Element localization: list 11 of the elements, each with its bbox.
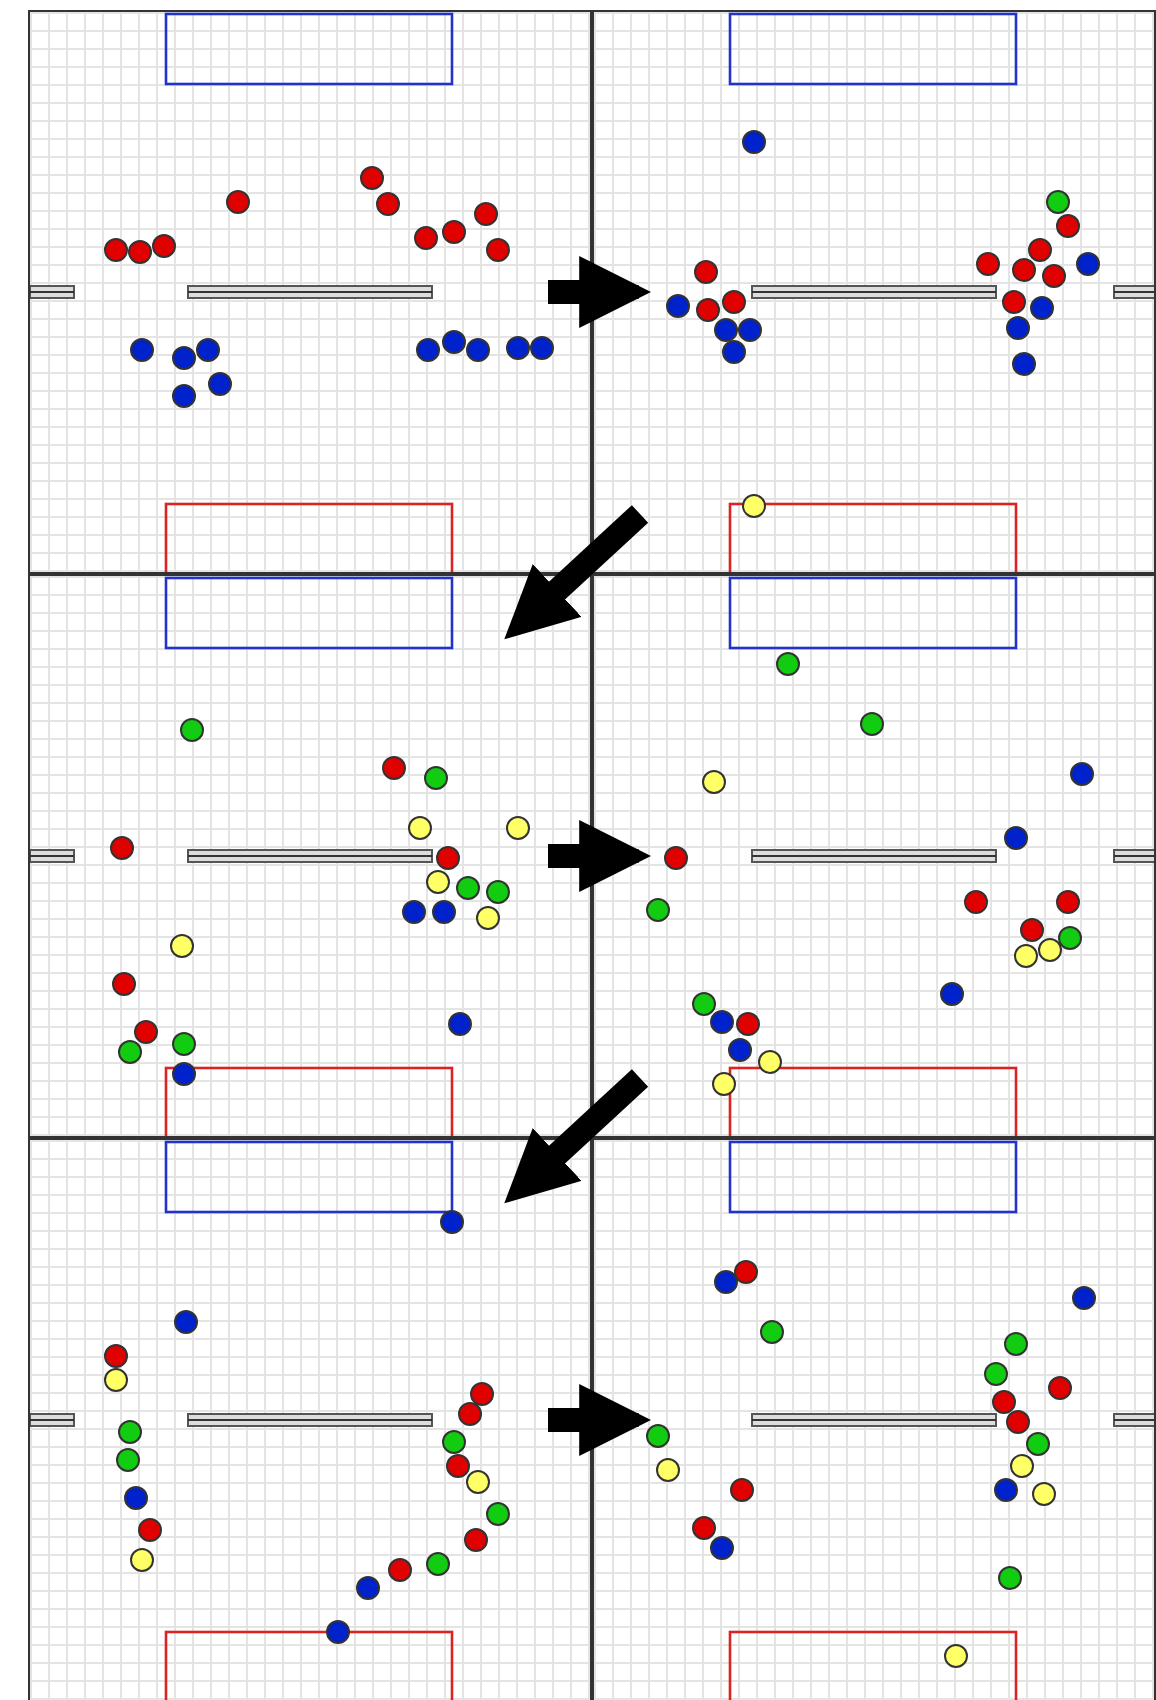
arrow (504, 505, 649, 640)
field-drawing (28, 1138, 592, 1700)
arrow (548, 256, 652, 328)
field-drawing (28, 574, 592, 1138)
field-drawing (28, 10, 592, 574)
field-drawing (592, 574, 1156, 1138)
field-drawing (592, 1138, 1156, 1700)
arrow (548, 1384, 652, 1456)
arrow (504, 1069, 649, 1204)
arrow (548, 820, 652, 892)
field-drawing (592, 10, 1156, 574)
